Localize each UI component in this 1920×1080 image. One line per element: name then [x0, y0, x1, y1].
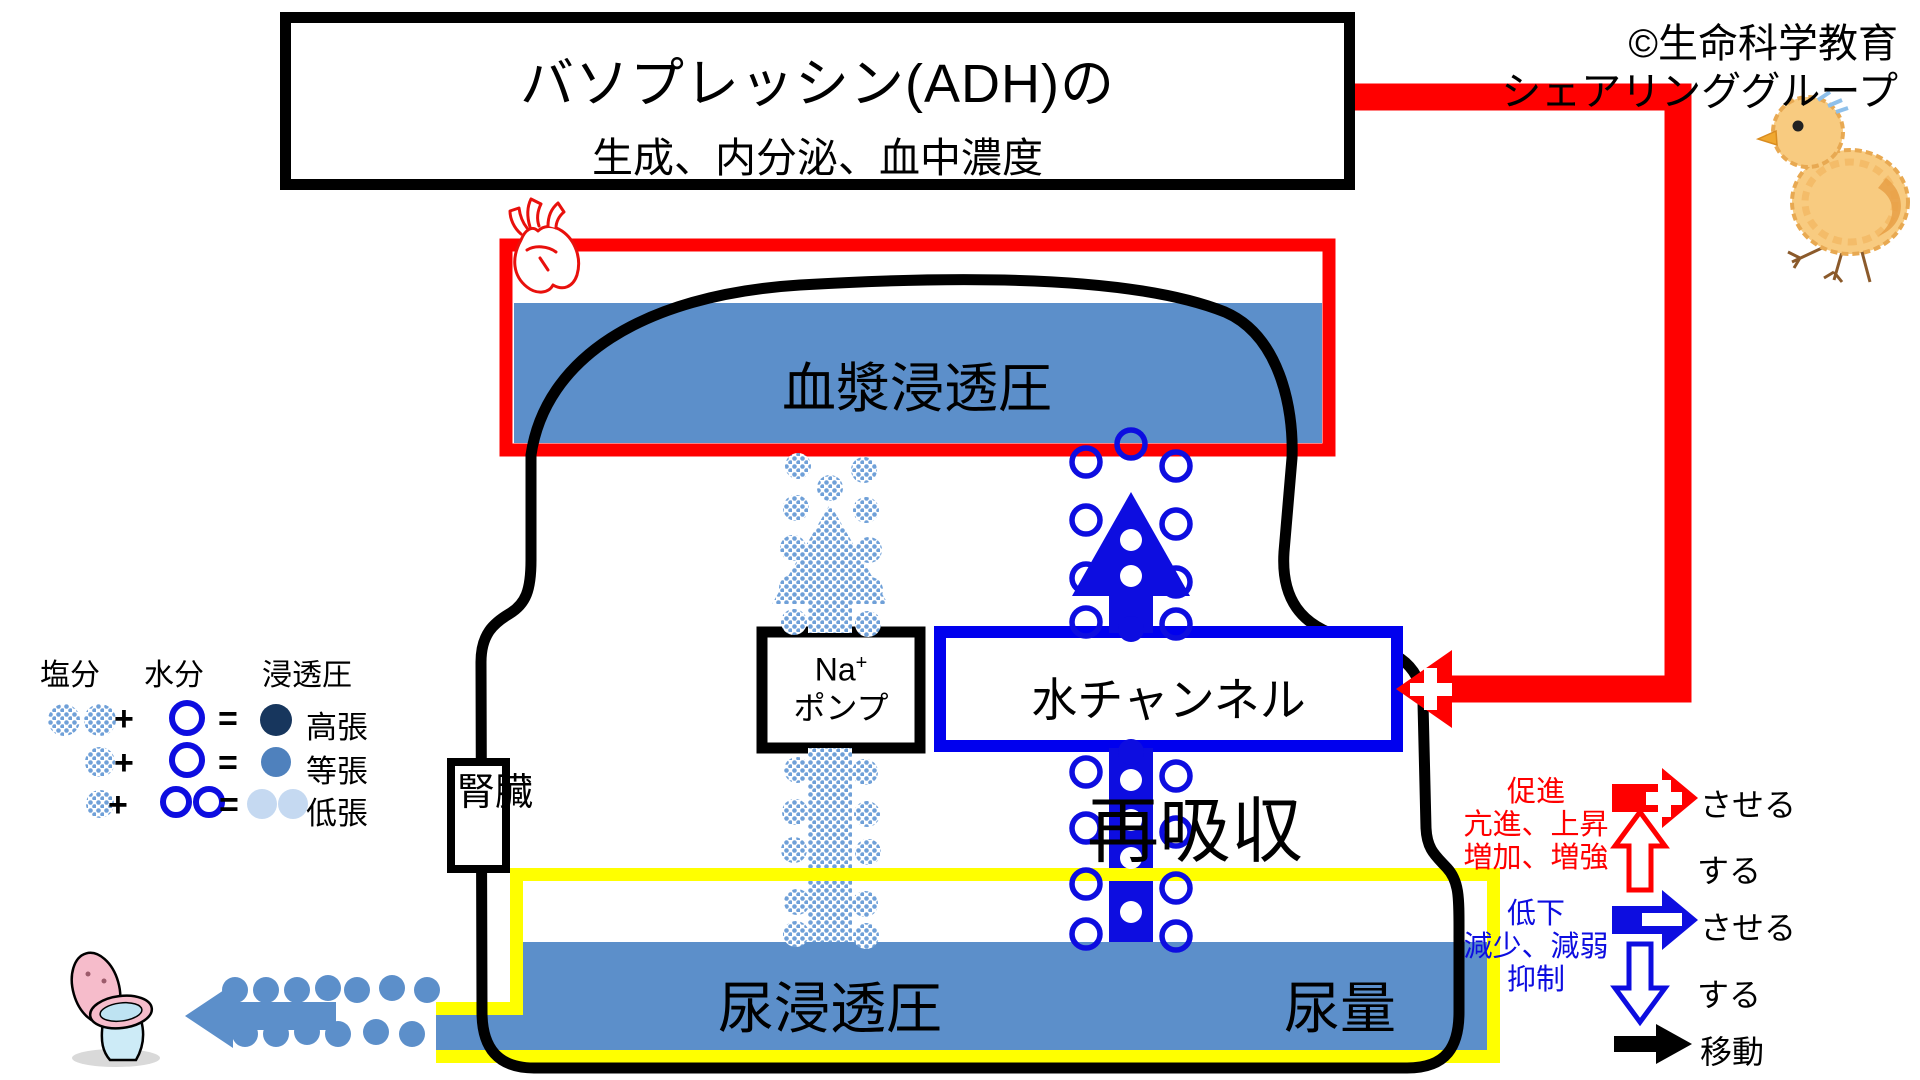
legend-isotonic-label: 等張 [306, 754, 368, 789]
legend-hypertonic-label: 高張 [306, 710, 368, 745]
salt-transport-column [772, 453, 888, 949]
urine-volume-label: 尿量 [1284, 977, 1396, 1040]
suppress-solid-arrow-icon [1612, 890, 1698, 950]
legend-header-water: 水分 [144, 659, 204, 692]
water-transport-column [1069, 427, 1193, 953]
legend-hypotonic-label: 低張 [306, 796, 368, 831]
reabsorption-label: 再吸収 [1086, 792, 1303, 872]
page-title: バソプレッシン(ADH)の [520, 54, 1115, 114]
plus-sign: + [114, 744, 134, 782]
heart-icon [508, 197, 581, 294]
plus-sign: + [108, 786, 128, 824]
equals-sign: = [219, 786, 239, 824]
urine-outflow-arrow-icon [185, 984, 336, 1048]
cause-label: させる [1700, 787, 1797, 823]
water-up-arrow-icon [1072, 492, 1190, 633]
suppress-text-block: 低下 減少、減弱 抑制 [1463, 898, 1609, 996]
equals-sign: = [218, 744, 238, 782]
urine-osmolarity-label: 尿浸透圧 [718, 977, 942, 1040]
move-label: 移動 [1700, 1034, 1765, 1070]
toilet-icon [70, 951, 160, 1067]
salt-up-arrow-icon [772, 504, 888, 633]
legend-header-salt: 塩分 [40, 659, 100, 692]
copyright-notice: ©生命科学教育 シェアリンググループ [1501, 20, 1898, 116]
copyright-line1: ©生命科学教育 [1628, 22, 1898, 66]
kidney-label-box [447, 758, 510, 873]
legend-header-pressure: 浸透圧 [262, 659, 352, 692]
page-subtitle: 生成、内分泌、血中濃度 [592, 135, 1043, 181]
chick-icon [1755, 90, 1910, 283]
promote-hollow-up-arrow-icon [1610, 807, 1670, 893]
copyright-line2: シェアリンググループ [1501, 70, 1898, 114]
promote-solid-arrow-icon [1612, 768, 1698, 828]
title-box: バソプレッシン(ADH)の 生成、内分泌、血中濃度 [280, 12, 1355, 190]
kidney-label: 腎臓 [457, 772, 534, 814]
adh-signal-path [1355, 83, 1692, 728]
suppress-hollow-down-arrow-icon [1610, 941, 1670, 1027]
cause-label: させる [1700, 910, 1797, 946]
water-channel-label: 水チャンネル [1031, 674, 1306, 726]
plus-sign: + [114, 700, 134, 738]
promote-text-block: 促進 亢進、上昇 増加、増強 [1463, 776, 1609, 874]
do-label: する [1697, 853, 1762, 889]
na-pump-label: Na+ ポンプ [793, 651, 889, 726]
urine-outflow [185, 975, 440, 1048]
do-label: する [1697, 977, 1762, 1013]
equals-sign: = [218, 700, 238, 738]
effects-legend-shapes [1610, 768, 1698, 1064]
osmolarity-legend-shapes [48, 700, 308, 819]
plasma-osmolarity-label: 血漿浸透圧 [782, 359, 1052, 419]
move-arrow-icon [1614, 1024, 1692, 1064]
